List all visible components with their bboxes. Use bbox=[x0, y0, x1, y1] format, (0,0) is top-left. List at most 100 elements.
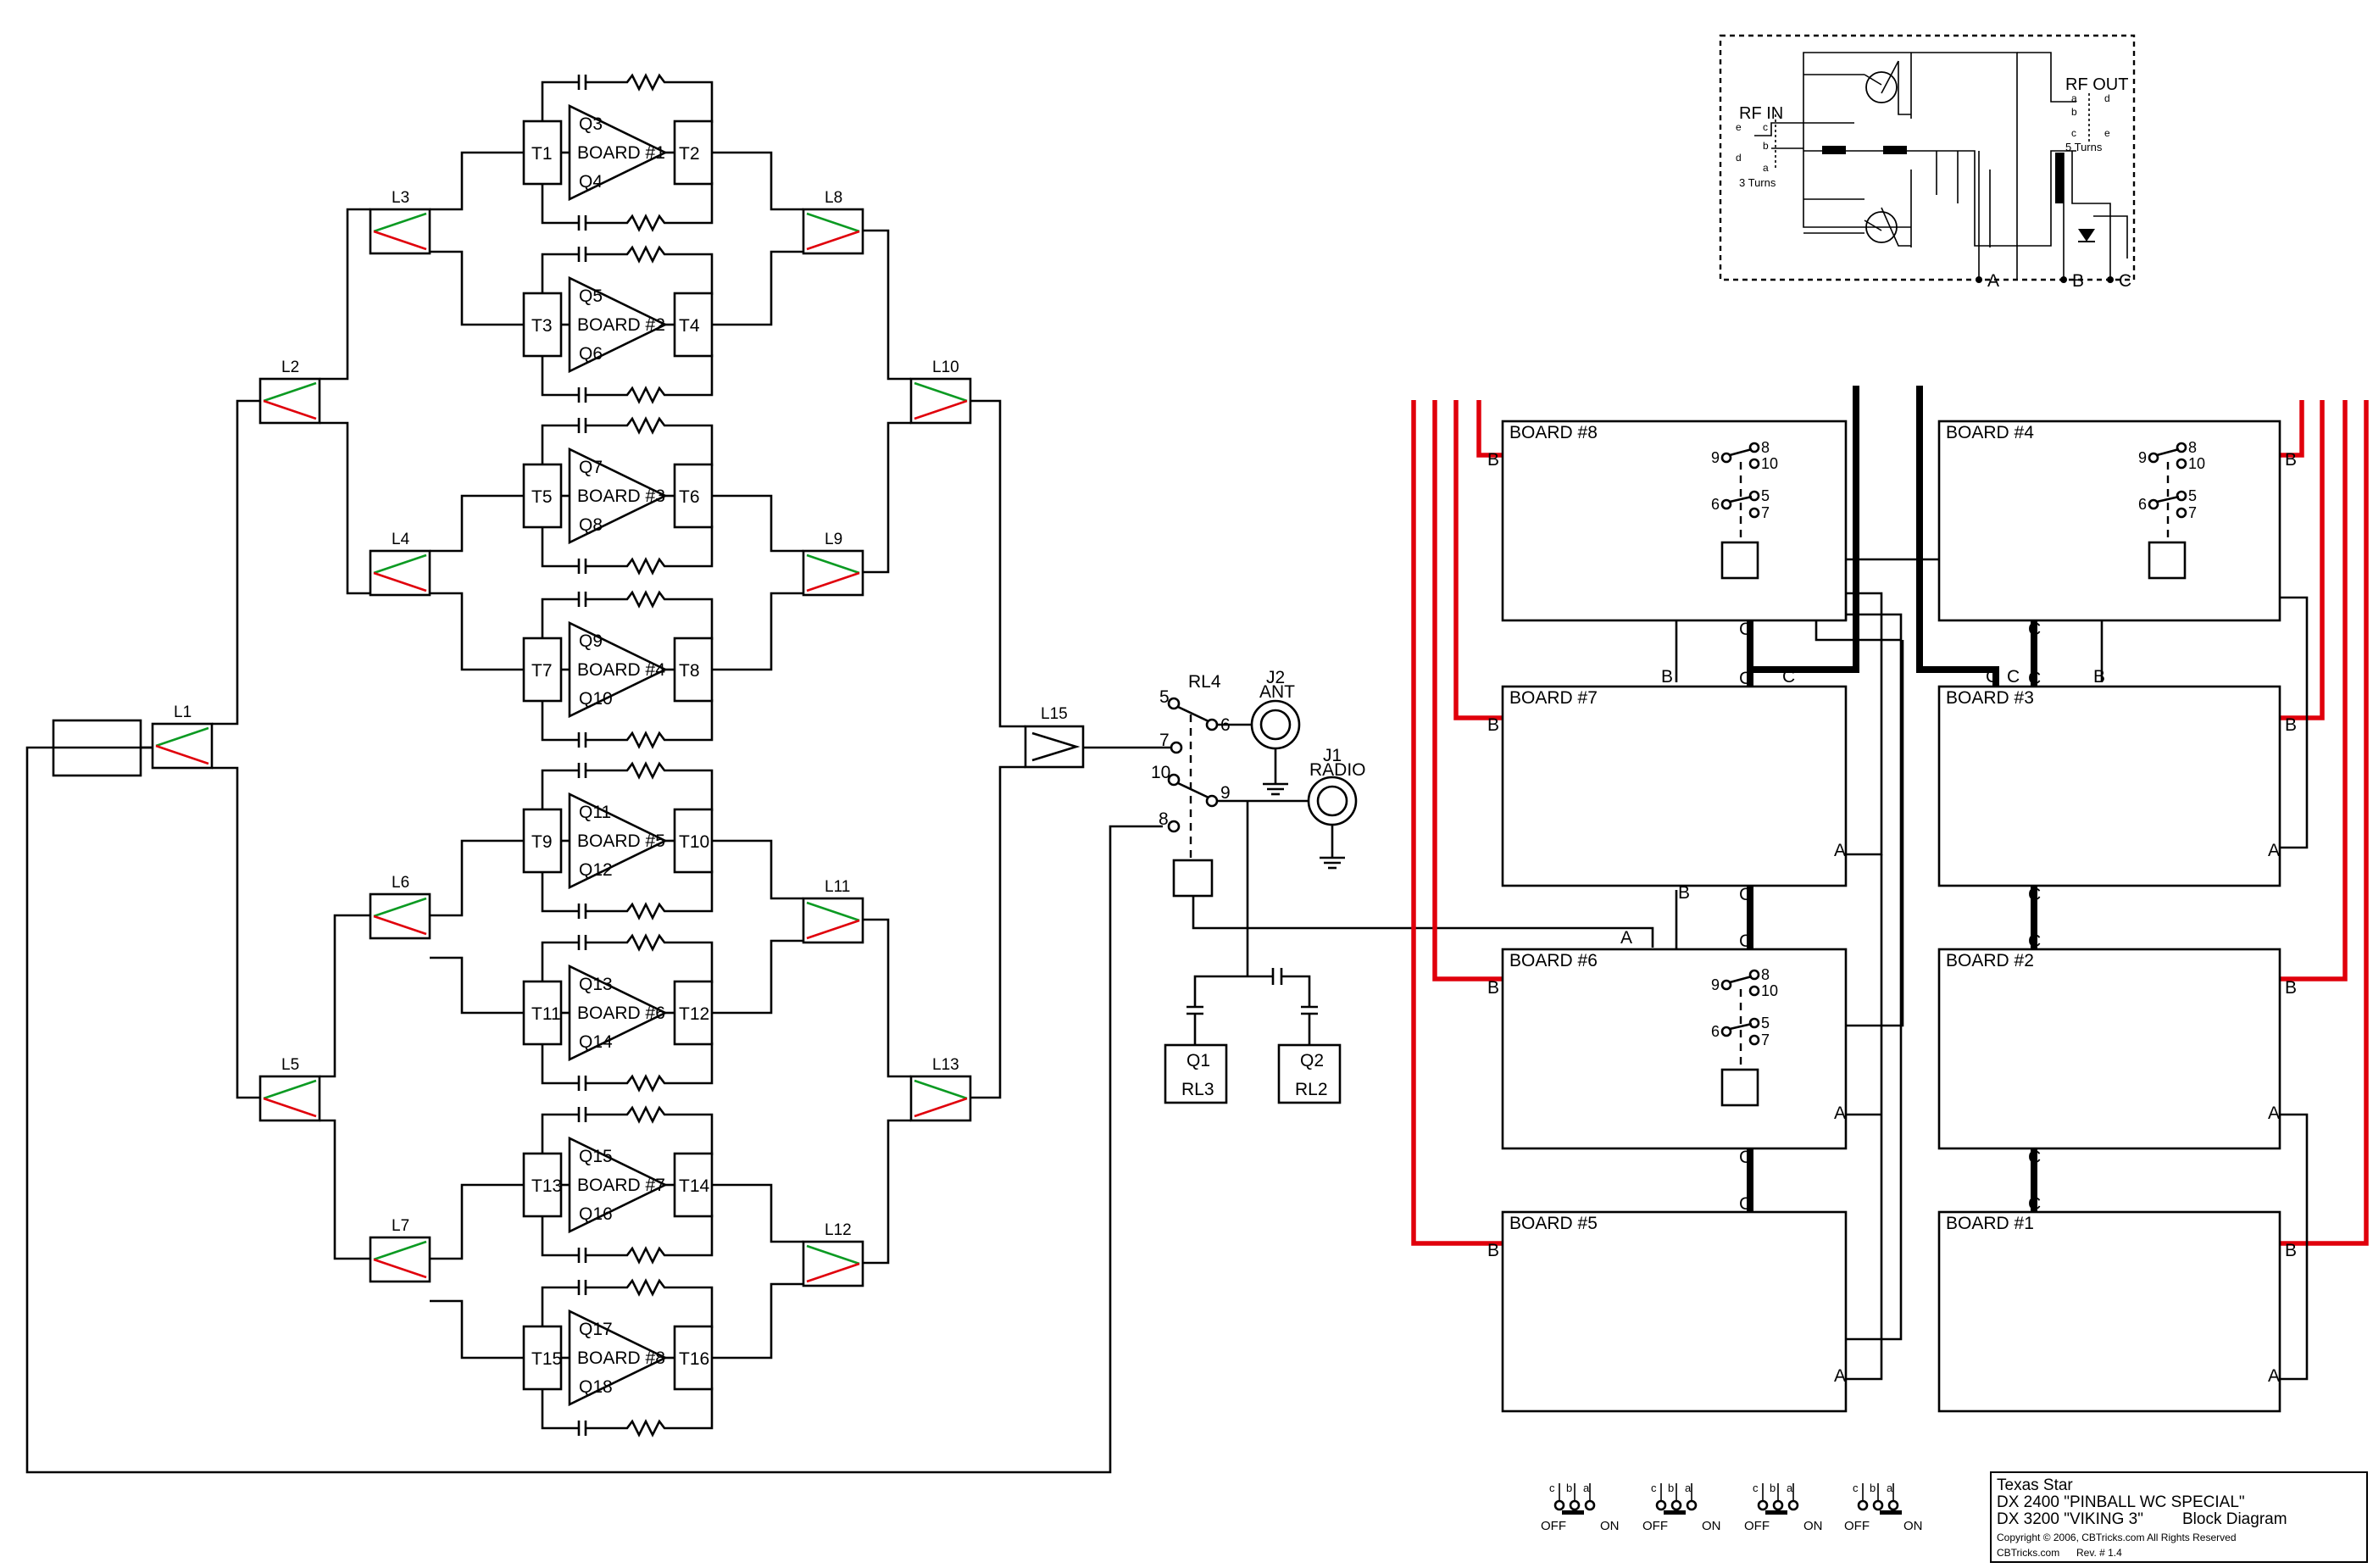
title-line-1: Texas Star bbox=[1997, 1476, 2073, 1494]
amp-board-label: BOARD #3 bbox=[577, 487, 665, 506]
pin-a-label: A bbox=[2268, 841, 2280, 860]
switch-pin-label: 6 bbox=[1711, 496, 1720, 513]
q2-label: Q2 bbox=[1300, 1051, 1324, 1070]
transistor-bottom-label: Q10 bbox=[579, 689, 613, 709]
relay-pin-10 bbox=[1167, 773, 1181, 787]
transistor-top-label: Q5 bbox=[579, 286, 603, 306]
transformer-out-label: T16 bbox=[679, 1349, 709, 1369]
transistor-bottom-label: Q6 bbox=[579, 344, 603, 364]
splitter-l6: L6 bbox=[369, 874, 431, 940]
amplifier-schematic: RF IN RF OUT 3 Turns 5 Turns e c b d a b… bbox=[1719, 34, 2136, 291]
splitter-label: L4 bbox=[392, 531, 410, 548]
switch-pin-label: 8 bbox=[1761, 966, 1770, 983]
relay-section: RL4 5 6 7 10 9 8 J2 ANT J1 RADIO bbox=[1148, 668, 1654, 1104]
out-tap-c: c bbox=[2071, 127, 2076, 139]
transistor-top-label: Q17 bbox=[579, 1320, 613, 1339]
transformer-out bbox=[673, 808, 714, 874]
pin-c-top-label: C bbox=[1739, 931, 1752, 951]
splitter-label: L8 bbox=[825, 189, 842, 207]
transistor-top-label: Q11 bbox=[579, 803, 611, 822]
turns-in-label: 3 Turns bbox=[1739, 176, 1776, 189]
splitter-label: L9 bbox=[825, 531, 842, 548]
board-block-8: BOARD #8BC bbox=[1487, 420, 1848, 639]
legend-pin-label: c bbox=[1549, 1482, 1555, 1494]
relay-coil-rl4 bbox=[1172, 859, 1214, 898]
transformer-in bbox=[522, 292, 563, 358]
splitter-l11: L11 bbox=[802, 878, 864, 944]
copyright-text: Copyright © 2006, CBTricks.com All Right… bbox=[1997, 1532, 2237, 1543]
pin-b-label: B bbox=[2093, 667, 2105, 687]
pin-c-label: C bbox=[1782, 667, 1795, 687]
relay-coil bbox=[2148, 541, 2187, 580]
legend-pin-label: a bbox=[1787, 1482, 1793, 1494]
schematic-terminal-c: C bbox=[2119, 271, 2131, 291]
relay-pin-10-label: 10 bbox=[1151, 763, 1170, 782]
pin-b-label: B bbox=[1661, 667, 1673, 687]
pin-c-label: C bbox=[1986, 667, 1998, 687]
pin-c-bottom-label: C bbox=[1739, 620, 1752, 639]
title-block: Texas Star DX 2400 "PINBALL WC SPECIAL" … bbox=[1990, 1471, 2368, 1563]
q2-rl2-block bbox=[1277, 1043, 1342, 1104]
transformer-in-label: T11 bbox=[531, 1004, 561, 1024]
transistor-top-label: Q9 bbox=[579, 631, 603, 651]
switch-pin-label: 6 bbox=[2138, 496, 2147, 513]
transformer-in bbox=[522, 1152, 563, 1218]
amp-board-label: BOARD #8 bbox=[577, 1348, 665, 1368]
splitter-l9: L9 bbox=[802, 531, 864, 597]
relay-pin-7 bbox=[1170, 741, 1183, 754]
transistor-bottom-label: Q16 bbox=[579, 1204, 613, 1224]
splitter-l1: L1 bbox=[151, 703, 214, 770]
legend-pin-label: c bbox=[1651, 1482, 1657, 1494]
board-block-title: BOARD #3 bbox=[1946, 688, 2034, 708]
transformer-out-label: T14 bbox=[679, 1176, 710, 1196]
splitter-label: L11 bbox=[825, 878, 850, 896]
relay-coil bbox=[1720, 541, 1759, 580]
amp-board-label: BOARD #4 bbox=[577, 660, 665, 680]
splitter-label: L13 bbox=[932, 1056, 959, 1074]
board-block-title: BOARD #8 bbox=[1509, 423, 1598, 442]
switch-pin-label: 10 bbox=[1761, 455, 1778, 472]
q1-label: Q1 bbox=[1186, 1051, 1210, 1070]
rf-in-label: RF IN bbox=[1739, 104, 1783, 123]
splitter-l10: L10 bbox=[909, 359, 972, 425]
splitter-l8: L8 bbox=[802, 189, 864, 255]
q1-rl3-block bbox=[1164, 1043, 1228, 1104]
relay-label: RL4 bbox=[1188, 672, 1221, 692]
pin-a-label: A bbox=[2268, 1366, 2280, 1386]
transistor-top-label: Q7 bbox=[579, 458, 603, 477]
relay-pin-8-label: 8 bbox=[1159, 809, 1169, 829]
pin-c-label: C bbox=[2007, 667, 2020, 687]
pin-c-top-label: C bbox=[1739, 1194, 1752, 1214]
pin-c-top-label: C bbox=[2028, 669, 2041, 688]
transformer-out-label: T10 bbox=[679, 832, 709, 852]
legend-pin-label: b bbox=[1668, 1482, 1674, 1494]
splitter-l13: L13 bbox=[909, 1056, 972, 1122]
site-text: CBTricks.com bbox=[1997, 1547, 2059, 1559]
switch-pin-label: 10 bbox=[1761, 982, 1778, 999]
amp-board-label: BOARD #7 bbox=[577, 1176, 665, 1195]
title-line-3: DX 3200 "VIKING 3" bbox=[1997, 1510, 2143, 1528]
pin-b-label: B bbox=[2285, 715, 2297, 735]
pin-b-label: B bbox=[1487, 1241, 1499, 1260]
transformer-in bbox=[522, 980, 563, 1046]
tap-d: d bbox=[1736, 152, 1742, 164]
transformer-out-label: T2 bbox=[679, 144, 700, 164]
legend-pin-label: b bbox=[1566, 1482, 1572, 1494]
board-block-4: BOARD #4BC bbox=[1937, 420, 2297, 639]
pin-b-label: B bbox=[2285, 1241, 2297, 1260]
amp-board-label: BOARD #6 bbox=[577, 1004, 665, 1023]
relay-pin-5 bbox=[1167, 697, 1181, 710]
pin-c-bottom-label: C bbox=[2028, 1148, 2041, 1167]
board-block-title: BOARD #6 bbox=[1509, 951, 1598, 970]
splitter-label: L3 bbox=[392, 189, 409, 207]
